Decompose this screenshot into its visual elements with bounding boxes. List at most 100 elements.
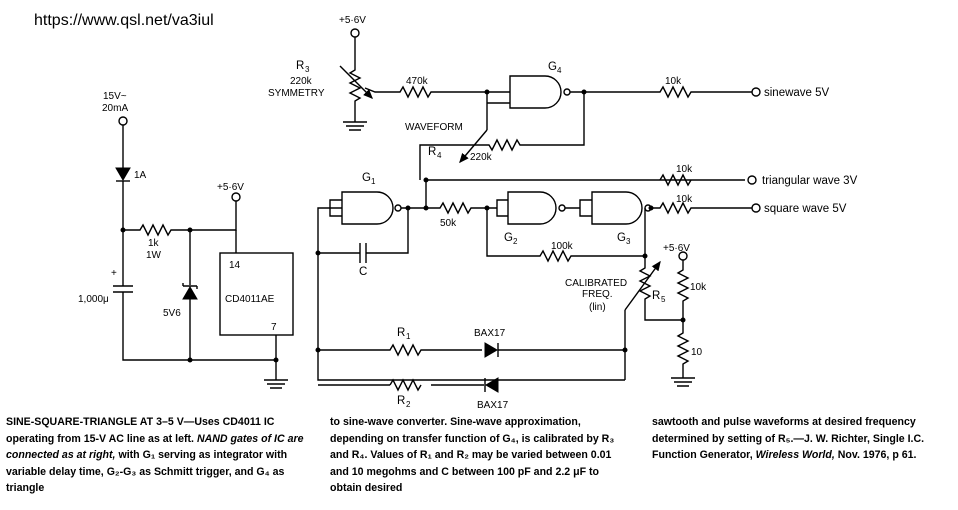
cap-polarity-label: + <box>111 268 117 279</box>
svg-text:4: 4 <box>437 151 442 160</box>
svg-text:1: 1 <box>371 177 376 186</box>
caption-text-3c: Nov. 1976, p 61. <box>837 449 917 461</box>
caption-column-2: to sine-wave converter. Sine-wave approx… <box>330 414 628 497</box>
freq-label: FREQ. <box>582 289 613 300</box>
resistor-1k-label: 1k <box>148 238 160 249</box>
lin-label: (lin) <box>589 302 606 313</box>
nand-gate-g2 <box>507 191 557 225</box>
resistor-10k-square <box>651 201 752 215</box>
g1-label: G <box>362 172 371 184</box>
zener-diode-symbol <box>182 286 198 300</box>
nand-gate-g3 <box>591 191 643 225</box>
resistor-10k-divider <box>676 260 690 320</box>
potentiometer-r4 <box>419 92 585 180</box>
caption-text-2: to sine-wave converter. Sine-wave approx… <box>330 416 615 494</box>
node-triangle <box>401 179 745 209</box>
cap-c-label: C <box>359 266 367 278</box>
ground-symbol <box>671 377 695 387</box>
supply-terminal-top <box>350 28 360 38</box>
svg-text:2: 2 <box>513 237 518 246</box>
waveform-label: WAVEFORM <box>405 122 463 133</box>
oscillator-section <box>315 173 761 393</box>
resistor-10k-triangle <box>659 173 692 187</box>
r10k-tri-label: 10k <box>676 164 693 175</box>
caption-heading: SINE-SQUARE-TRIANGLE AT 3–5 V <box>6 416 184 428</box>
ground-symbol <box>264 379 288 389</box>
supply-right-label: +5·6V <box>663 243 690 254</box>
ground-symbol <box>343 121 367 131</box>
diode-bax17-top <box>484 342 498 358</box>
r3-name-label: R <box>296 60 304 72</box>
resistor-10-divider <box>676 320 690 378</box>
resistor-100k <box>486 208 646 263</box>
r10-divider-label: 10 <box>691 347 703 358</box>
r3-value-label: 220k <box>290 76 313 87</box>
svg-text:5: 5 <box>661 295 666 304</box>
ic-supply-label: +5·6V <box>217 182 244 193</box>
sine-converter-section <box>339 28 761 183</box>
triangle-output-terminal <box>747 175 757 185</box>
r50k-label: 50k <box>440 218 457 229</box>
cap-value-label: 1,000μ <box>78 294 109 305</box>
ic-supply-terminal <box>231 192 241 202</box>
square-output-terminal <box>751 203 761 213</box>
power-supply-section <box>113 116 294 389</box>
calibrated-label: CALIBRATED <box>565 278 627 289</box>
r4-name-label: R <box>428 146 436 158</box>
source-url: https://www.qsl.net/va3iul <box>34 12 214 29</box>
svg-text:4: 4 <box>557 66 562 75</box>
ic-cd4011ae-box <box>219 252 294 336</box>
svg-text:1: 1 <box>406 332 411 341</box>
capacitor-c <box>318 208 409 263</box>
bax17-top-label: BAX17 <box>474 328 506 339</box>
ic-name-label: CD4011AE <box>225 294 275 305</box>
caption-text-1a: —Uses CD4011 IC operating from 15-V AC l… <box>6 416 275 445</box>
bax17-bottom-label: BAX17 <box>477 400 509 410</box>
r2-name-label: R <box>397 395 405 407</box>
nand-gate-g4 <box>509 75 562 109</box>
resistor-10k-sine <box>570 85 752 99</box>
resistor-1k <box>123 223 190 237</box>
ac-input-label: 15V~ <box>103 91 127 102</box>
zener-label: 5V6 <box>163 308 181 319</box>
g4-label: G <box>548 61 557 73</box>
r1-name-label: R <box>397 327 405 339</box>
diode-rating-label: 1A <box>134 170 147 181</box>
ac-input-terminal <box>118 116 128 126</box>
r470k-label: 470k <box>406 76 429 87</box>
r3-desc-label: SYMMETRY <box>268 88 325 99</box>
svg-text:3: 3 <box>305 65 310 74</box>
supply-top-label: +5·6V <box>339 15 366 26</box>
g3-label: G <box>617 232 626 244</box>
r5-name-label: R <box>652 290 660 302</box>
caption-text-1c: with G₁ serving as integrator with varia… <box>6 449 288 494</box>
r10k-sine-label: 10k <box>665 76 682 87</box>
r4-value-label: 220k <box>470 152 493 163</box>
pin7-label: 7 <box>271 322 277 333</box>
pin14-label: 14 <box>229 260 241 271</box>
svg-text:2: 2 <box>406 400 411 409</box>
caption-column-1: SINE-SQUARE-TRIANGLE AT 3–5 V—Uses CD401… <box>6 414 304 497</box>
r100k-label: 100k <box>551 241 574 252</box>
triangle-output-label: triangular wave 3V <box>762 175 858 187</box>
nand-gate-g1 <box>341 191 394 225</box>
resistor-r2 <box>389 378 422 392</box>
resistor-50k <box>426 201 487 215</box>
caption-text-3b: Wireless World, <box>755 449 835 461</box>
caption-text-3a: sawtooth and pulse waveforms at desired … <box>652 416 925 461</box>
resistor-1w-label: 1W <box>146 250 162 261</box>
svg-text:3: 3 <box>626 237 631 246</box>
caption-text-1b: NAND gates of IC are connected as at rig… <box>6 432 304 462</box>
square-output-label: square wave 5V <box>764 203 847 215</box>
potentiometer-r3 <box>348 37 362 122</box>
ac-current-label: 20mA <box>102 103 128 114</box>
schematic-diagram: 15V~ 20mA 1A 1k 1W + 1,000μ 5V6 +5·6V 14… <box>78 15 858 410</box>
r10k-divider-label: 10k <box>690 282 707 293</box>
resistor-470k <box>364 85 487 99</box>
r10k-sq-label: 10k <box>676 194 693 205</box>
caption-column-3: sawtooth and pulse waveforms at desired … <box>652 414 952 464</box>
rectifier-diode-symbol <box>115 167 131 181</box>
diode-bax17-bottom <box>485 377 499 393</box>
sinewave-output-label: sinewave 5V <box>764 87 830 99</box>
sinewave-output-terminal <box>751 87 761 97</box>
